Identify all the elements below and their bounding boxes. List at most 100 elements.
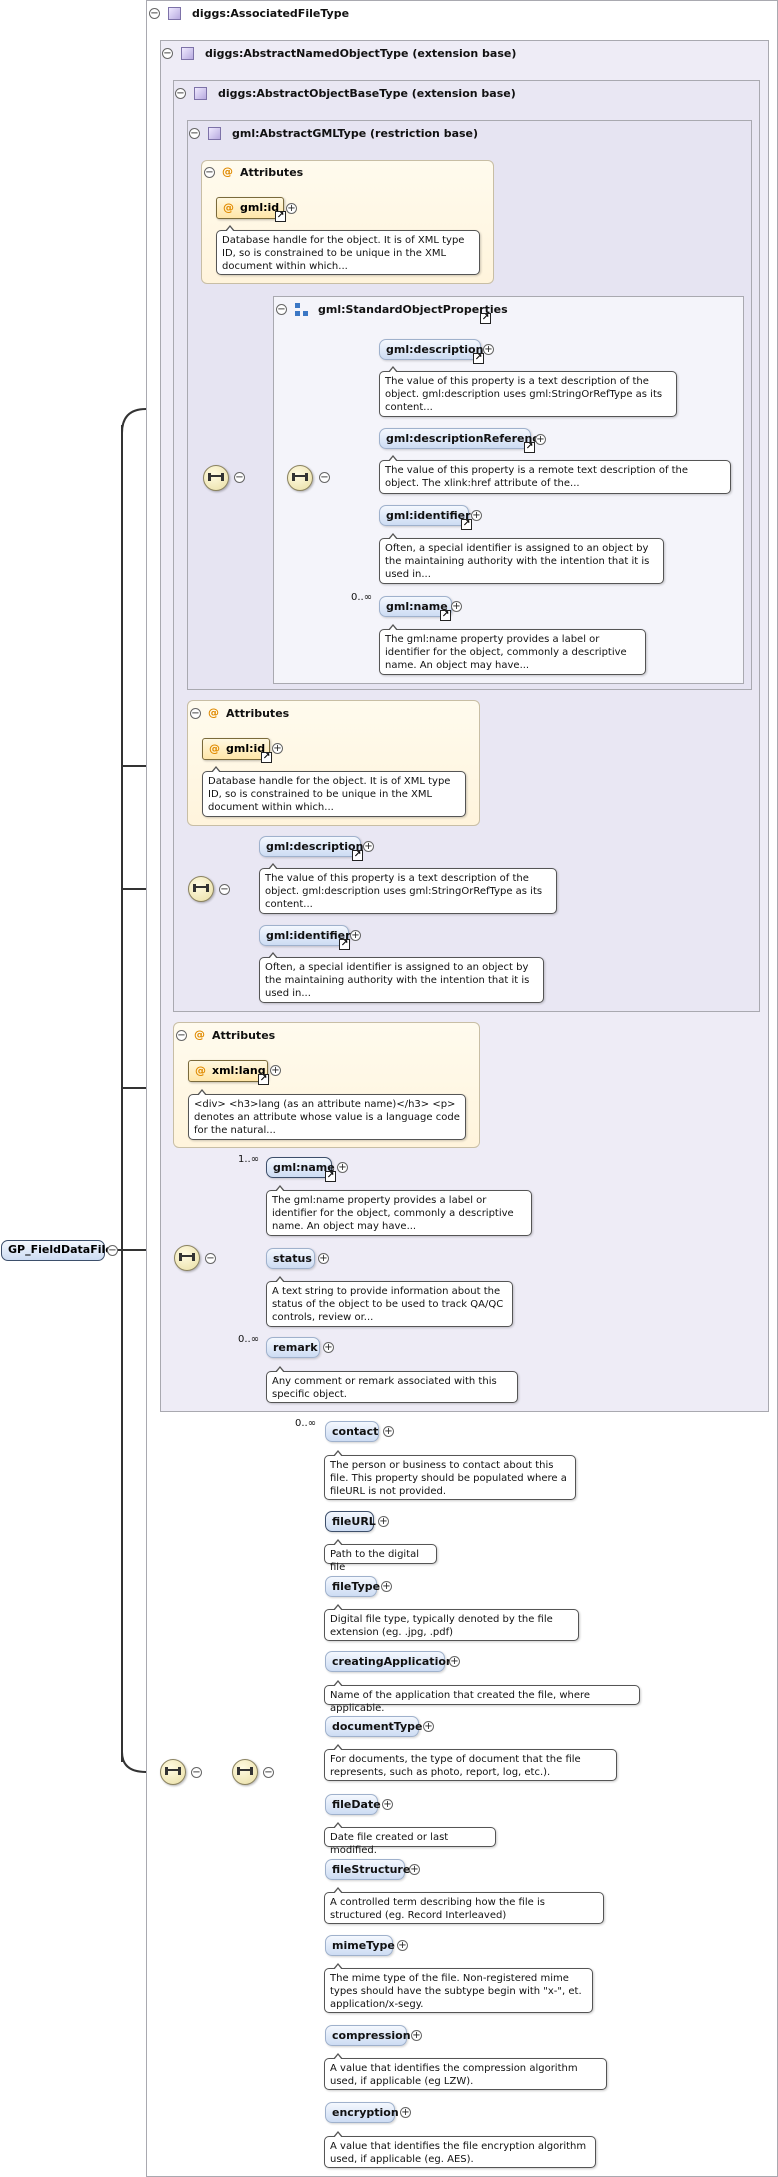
element-gml-description[interactable]: gml:description xyxy=(379,339,483,360)
element-description: The value of this property is a remote t… xyxy=(379,455,731,494)
element-gml-name[interactable]: gml:name xyxy=(379,596,452,617)
element-creating-application[interactable]: creatingApplication xyxy=(325,1651,454,1672)
collapse-toggle[interactable]: − xyxy=(149,8,160,19)
link-arrow-icon[interactable]: ↗ xyxy=(339,939,350,950)
collapse-toggle[interactable]: − xyxy=(234,472,245,483)
expand-toggle[interactable]: + xyxy=(449,1656,460,1667)
collapse-toggle[interactable]: − xyxy=(107,1245,118,1256)
multiplicity: 0..∞ xyxy=(238,1334,260,1345)
complex-type-icon xyxy=(208,127,221,140)
attributes-label: Attributes xyxy=(212,1029,276,1042)
attribute-icon: @ xyxy=(194,1028,205,1041)
attribute-gml-id[interactable]: @gml:id xyxy=(202,738,270,760)
object-base-type-title: diggs:AbstractObjectBaseType (extension … xyxy=(218,87,516,100)
expand-toggle[interactable]: + xyxy=(378,1516,389,1527)
attribute-description: Database handle for the object. It is of… xyxy=(202,766,466,817)
expand-toggle[interactable]: + xyxy=(423,1721,434,1732)
expand-toggle[interactable]: + xyxy=(381,1581,392,1592)
link-arrow-icon[interactable]: ↗ xyxy=(440,610,451,621)
collapse-toggle[interactable]: − xyxy=(191,1767,202,1778)
collapse-toggle[interactable]: − xyxy=(175,88,186,99)
element-gml-identifier[interactable]: gml:identifier xyxy=(379,505,471,526)
link-arrow-icon[interactable]: ↗ xyxy=(258,1074,269,1085)
link-arrow-icon[interactable]: ↗ xyxy=(261,752,272,763)
collapse-toggle[interactable]: − xyxy=(204,167,215,178)
collapse-toggle[interactable]: − xyxy=(276,304,287,315)
element-gml-description-reference[interactable]: gml:descriptionReference xyxy=(379,428,546,449)
element-description: The value of this property is a text des… xyxy=(259,863,557,914)
attribute-xml-lang[interactable]: @xml:lang xyxy=(188,1060,268,1082)
element-status[interactable]: status xyxy=(266,1248,315,1269)
expand-toggle[interactable]: + xyxy=(400,2107,411,2118)
element-description: A value that identifies the compression … xyxy=(324,2053,607,2090)
link-arrow-icon[interactable]: ↗ xyxy=(473,353,484,364)
link-arrow-icon[interactable]: ↗ xyxy=(524,442,535,453)
collapse-toggle[interactable]: − xyxy=(219,884,230,895)
element-description: Often, a special identifier is assigned … xyxy=(259,952,544,1003)
named-object-type-title: diggs:AbstractNamedObjectType (extension… xyxy=(205,47,517,60)
collapse-toggle[interactable]: − xyxy=(162,48,173,59)
element-description: Any comment or remark associated with th… xyxy=(266,1366,518,1403)
element-description: Path to the digital file xyxy=(324,1539,437,1573)
element-description: The person or business to contact about … xyxy=(324,1450,576,1500)
collapse-toggle[interactable]: − xyxy=(319,472,330,483)
expand-toggle[interactable]: + xyxy=(471,510,482,521)
element-document-type[interactable]: documentType xyxy=(325,1716,423,1737)
expand-toggle[interactable]: + xyxy=(411,2030,422,2041)
element-description: A controlled term describing how the fil… xyxy=(324,1887,604,1924)
collapse-toggle[interactable]: − xyxy=(263,1767,274,1778)
expand-toggle[interactable]: + xyxy=(272,743,283,754)
expand-toggle[interactable]: + xyxy=(409,1864,420,1875)
complex-type-icon xyxy=(181,47,194,60)
expand-toggle[interactable]: + xyxy=(270,1065,281,1076)
expand-toggle[interactable]: + xyxy=(363,841,374,852)
link-arrow-icon[interactable]: ↗ xyxy=(461,519,472,530)
link-arrow-icon[interactable]: ↗ xyxy=(480,313,491,324)
expand-toggle[interactable]: + xyxy=(383,1426,394,1437)
link-arrow-icon[interactable]: ↗ xyxy=(325,1171,336,1182)
element-gml-identifier[interactable]: gml:identifier xyxy=(259,925,351,946)
collapse-toggle[interactable]: − xyxy=(190,708,201,719)
element-gml-name[interactable]: gml:name xyxy=(266,1157,335,1178)
multiplicity: 0..∞ xyxy=(351,592,373,603)
attribute-description: <div> <h3>lang (as an attribute name)</h… xyxy=(188,1089,466,1140)
root-element-gp-field-data-file[interactable]: GP_FieldDataFile xyxy=(1,1240,113,1261)
element-remark[interactable]: remark xyxy=(266,1337,320,1358)
gml-type-title: gml:AbstractGMLType (restriction base) xyxy=(232,127,479,140)
expand-toggle[interactable]: + xyxy=(483,344,494,355)
element-compression[interactable]: compression xyxy=(325,2025,411,2046)
expand-toggle[interactable]: + xyxy=(318,1253,329,1264)
expand-toggle[interactable]: + xyxy=(535,434,546,445)
collapse-toggle[interactable]: − xyxy=(205,1253,216,1264)
attribute-icon: @ xyxy=(209,742,220,755)
element-gml-description[interactable]: gml:description xyxy=(259,836,363,857)
element-contact[interactable]: contact xyxy=(325,1421,379,1442)
element-file-date[interactable]: fileDate xyxy=(325,1794,381,1815)
element-description: Date file created or last modified. xyxy=(324,1822,496,1856)
expand-toggle[interactable]: + xyxy=(397,1940,408,1951)
attribute-gml-id[interactable]: @gml:id xyxy=(216,197,284,219)
collapse-toggle[interactable]: − xyxy=(189,128,200,139)
expand-toggle[interactable]: + xyxy=(451,601,462,612)
complex-type-icon xyxy=(194,87,207,100)
element-description: The value of this property is a text des… xyxy=(379,366,677,417)
collapse-toggle[interactable]: − xyxy=(176,1030,187,1041)
element-file-structure[interactable]: fileStructure xyxy=(325,1859,410,1880)
attribute-icon: @ xyxy=(195,1064,206,1077)
element-file-type[interactable]: fileType xyxy=(325,1576,380,1597)
element-mime-type[interactable]: mimeType xyxy=(325,1935,395,1956)
multiplicity: 0..∞ xyxy=(295,1418,317,1429)
expand-toggle[interactable]: + xyxy=(286,203,297,214)
expand-toggle[interactable]: + xyxy=(323,1342,334,1353)
group-icon xyxy=(295,303,309,317)
link-arrow-icon[interactable]: ↗ xyxy=(275,211,286,222)
attribute-description: Database handle for the object. It is of… xyxy=(216,225,480,275)
element-encryption[interactable]: encryption xyxy=(325,2102,399,2123)
expand-toggle[interactable]: + xyxy=(382,1799,393,1810)
expand-toggle[interactable]: + xyxy=(350,930,361,941)
element-description: A value that identifies the file encrypt… xyxy=(324,2131,596,2168)
element-file-url[interactable]: fileURL xyxy=(325,1511,376,1532)
expand-toggle[interactable]: + xyxy=(337,1162,348,1173)
standard-object-properties-title: gml:StandardObjectProperties xyxy=(318,303,508,316)
link-arrow-icon[interactable]: ↗ xyxy=(352,850,363,861)
